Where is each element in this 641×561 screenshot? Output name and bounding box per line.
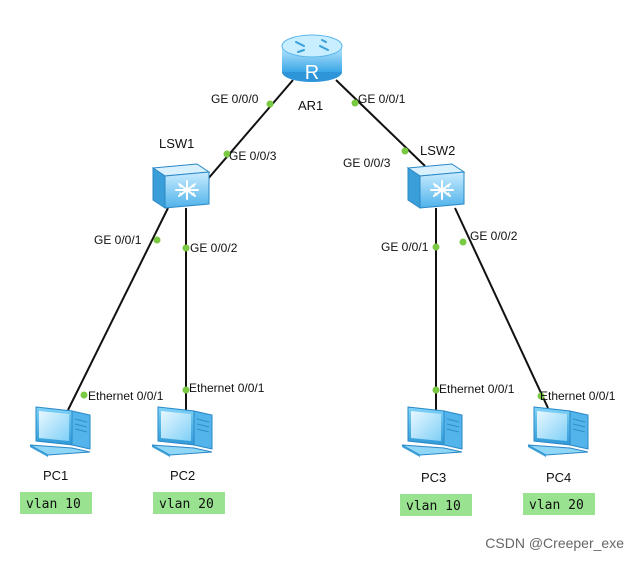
port-label-lsw2-ge001: GE 0/0/1 (381, 240, 429, 254)
switch-icon (407, 163, 465, 209)
node-label-pc1: PC1 (43, 468, 68, 483)
port-label-lsw1-ge002: GE 0/0/2 (190, 241, 238, 255)
vlan-label-pc3: vlan 10 (406, 499, 461, 514)
pc-icon (401, 406, 463, 457)
port-dot (266, 100, 274, 108)
watermark: CSDN @Creeper_exe (485, 535, 624, 551)
link-lsw2-pc4 (454, 207, 549, 409)
port-dot (432, 243, 440, 251)
pc-icon (527, 406, 589, 457)
node-label-pc2: PC2 (170, 468, 195, 483)
port-dot (537, 392, 545, 400)
port-label-pc2-eth001: Ethernet 0/0/1 (189, 381, 265, 395)
port-dot (153, 236, 161, 244)
node-label-lsw2: LSW2 (420, 143, 455, 158)
switch-icon (152, 163, 210, 209)
switch-lsw2[interactable]: LSW2 (407, 143, 465, 209)
vlan-label-pc4: vlan 20 (529, 498, 584, 513)
port-label-lsw1-ge001: GE 0/0/1 (94, 233, 142, 247)
port-dot (459, 238, 467, 246)
pc-pc3[interactable]: PC3 (401, 406, 463, 485)
port-dot (401, 147, 409, 155)
port-dot (223, 150, 231, 158)
vlan-label-pc2: vlan 20 (159, 497, 214, 512)
port-label-pc1-eth001: Ethernet 0/0/1 (88, 389, 164, 403)
link-lsw1-pc1 (67, 207, 169, 411)
port-dot (80, 391, 88, 399)
pc-icon (151, 406, 213, 457)
port-label-lsw1-ge003: GE 0/0/3 (229, 149, 277, 163)
vlan-tag-pc3: vlan 10 (400, 494, 472, 516)
node-label-pc3: PC3 (421, 470, 446, 485)
port-dot (182, 244, 190, 252)
port-label-pc4-eth001: Ethernet 0/0/1 (540, 389, 616, 403)
node-label-ar1: AR1 (298, 98, 323, 113)
port-label-lsw2-ge003: GE 0/0/3 (343, 156, 391, 170)
port-label-ar1-ge001: GE 0/0/1 (358, 92, 406, 106)
vlan-tag-pc1: vlan 10 (20, 492, 92, 514)
vlan-tag-pc4: vlan 20 (523, 493, 595, 515)
pc-icon (29, 406, 91, 457)
port-dot (351, 99, 359, 107)
svg-text:R: R (305, 62, 319, 84)
link-ar1-lsw2 (335, 79, 426, 167)
node-label-lsw1: LSW1 (159, 136, 194, 151)
vlan-label-pc1: vlan 10 (26, 497, 81, 512)
port-dot (432, 386, 440, 394)
vlan-tag-pc2: vlan 20 (153, 492, 225, 514)
node-label-pc4: PC4 (546, 470, 571, 485)
pc-pc4[interactable]: PC4 (527, 406, 589, 485)
port-label-ar1-ge000: GE 0/0/0 (211, 92, 259, 106)
router-ar1[interactable]: R AR1 (281, 34, 343, 113)
pc-pc1[interactable]: PC1 (29, 406, 91, 483)
link-ar1-lsw1 (206, 79, 294, 181)
port-label-lsw2-ge002: GE 0/0/2 (470, 229, 518, 243)
router-icon: R (281, 34, 343, 84)
switch-lsw1[interactable]: LSW1 (152, 136, 210, 209)
port-dot (182, 386, 190, 394)
port-label-pc3-eth001: Ethernet 0/0/1 (439, 382, 515, 396)
pc-pc2[interactable]: PC2 (151, 406, 213, 483)
